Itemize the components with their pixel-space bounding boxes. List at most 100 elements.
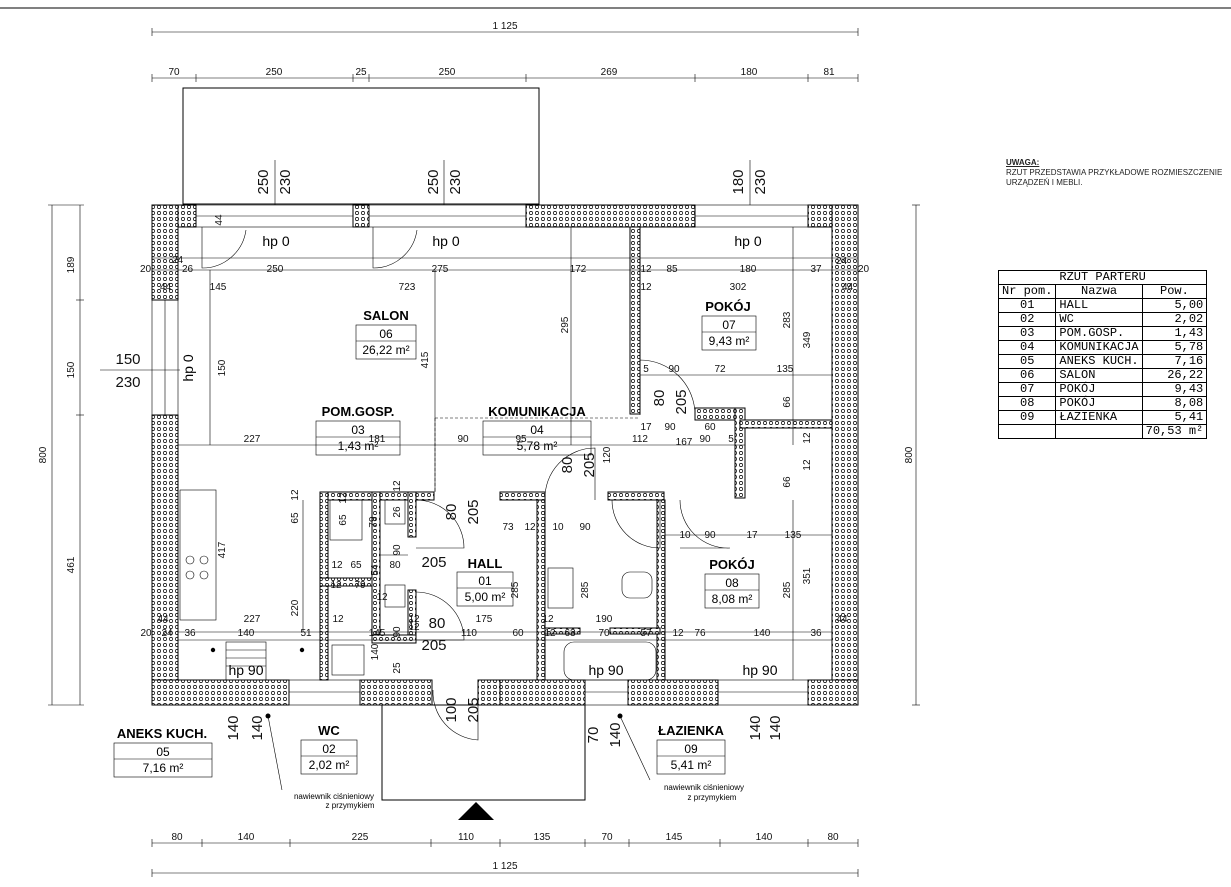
legend-cell-area: 5,00 xyxy=(1141,298,1208,313)
svg-text:140: 140 xyxy=(747,715,764,740)
dim-left-seg-1: 189 xyxy=(66,256,77,273)
internal-dimension-lines xyxy=(152,227,858,680)
dim-top-seg-2: 250 xyxy=(266,67,283,78)
dim-25: 25 xyxy=(392,662,403,674)
dim-bottom-seg-1: 80 xyxy=(171,832,183,843)
entrance-step xyxy=(381,704,586,801)
dim-57: 57 xyxy=(640,628,652,639)
window-dimension-lines xyxy=(274,160,751,205)
legend-cell-name: POM.GOSP. xyxy=(1055,326,1143,341)
dim-12n: 12 xyxy=(408,614,420,625)
legend-cell-name: POKÓJ xyxy=(1055,396,1143,411)
dim-145b: 145 xyxy=(369,628,386,639)
dim-10b: 10 xyxy=(679,530,691,541)
dim-12h: 12 xyxy=(524,522,536,533)
marker-dot-1 xyxy=(210,647,216,653)
room-aneks-kuch: ANEKS KUCH. 05 7,16 m² xyxy=(113,726,213,778)
svg-text:POKÓJ: POKÓJ xyxy=(705,299,751,314)
svg-text:140: 140 xyxy=(767,715,784,740)
svg-text:1,43 m²: 1,43 m² xyxy=(338,439,379,453)
dim-135b: 135 xyxy=(785,530,802,541)
door-w-100: 100 xyxy=(443,697,460,722)
dim-65a: 65 xyxy=(290,512,301,524)
dim-12j: 12 xyxy=(330,580,342,591)
dim-5b: 5 xyxy=(728,434,734,445)
svg-text:5,41 m²: 5,41 m² xyxy=(671,758,712,772)
legend-total-blank-2 xyxy=(1055,424,1143,439)
svg-text:06: 06 xyxy=(379,327,393,341)
dim-79b: 79 xyxy=(354,580,366,591)
marker-dot-2 xyxy=(299,647,305,653)
dim-right-total: 800 xyxy=(904,446,915,463)
dim-140b: 140 xyxy=(754,628,771,639)
dim-17a: 17 xyxy=(640,422,652,433)
room-hall: HALL 01 5,00 m² xyxy=(456,556,514,607)
dim-140a: 140 xyxy=(238,628,255,639)
dim-top-seg-6: 180 xyxy=(741,67,758,78)
dim-12a: 12 xyxy=(640,264,652,275)
dim-227a: 227 xyxy=(244,434,261,445)
note-block: UWAGA: RZUT PRZEDSTAWIA PRZYKŁADOWE ROZM… xyxy=(1006,158,1226,188)
dim-66a: 66 xyxy=(782,396,793,408)
legend-cell-name: ANEKS KUCH. xyxy=(1055,354,1143,369)
left-window-width: 150 xyxy=(115,351,140,368)
left-window-height: 230 xyxy=(115,374,140,391)
dim-227b: 227 xyxy=(244,614,261,625)
legend-cell-nr: 07 xyxy=(997,382,1057,397)
dim-20l: 20 xyxy=(140,264,152,275)
dim-65b: 65 xyxy=(338,514,349,526)
dim-65c: 65 xyxy=(350,560,362,571)
svg-text:z przymykiem: z przymykiem xyxy=(326,801,375,810)
dim-12b: 12 xyxy=(640,282,652,293)
svg-text:08: 08 xyxy=(725,576,739,590)
hp-label-1: hp 0 xyxy=(262,233,289,249)
dim-44r: 44 xyxy=(842,282,854,293)
hp-label-2: hp 0 xyxy=(432,233,459,249)
dim-top-seg-5: 269 xyxy=(601,67,618,78)
exterior-walls xyxy=(151,204,859,706)
window-sashes xyxy=(201,227,418,269)
dim-145: 145 xyxy=(210,282,227,293)
dim-54: 54 xyxy=(370,564,381,576)
dim-349: 349 xyxy=(802,331,813,348)
dim-285a: 285 xyxy=(510,581,521,598)
dim-60: 60 xyxy=(704,422,716,433)
svg-text:HALL: HALL xyxy=(468,556,503,571)
room-salon: SALON 06 26,22 m² xyxy=(355,308,417,360)
svg-text:70: 70 xyxy=(585,727,602,744)
win2-width: 250 xyxy=(425,169,442,194)
room-lazienka: ŁAZIENKA 09 5,41 m² xyxy=(656,723,726,775)
door-w-80c: 80 xyxy=(559,457,576,474)
dim-left-seg-3: 461 xyxy=(66,556,77,573)
dim-12q: 12 xyxy=(672,628,684,639)
terrace xyxy=(182,87,540,205)
dim-90g: 90 xyxy=(392,544,403,556)
dim-12c: 12 xyxy=(802,432,813,444)
dim-60b: 60 xyxy=(512,628,524,639)
dim-12p: 12 xyxy=(544,628,556,639)
door-h-205b: 205 xyxy=(465,499,482,524)
air-inlet-annotation-2: nawiewnik ciśnieniowy z przymykiem xyxy=(617,713,744,802)
dim-10a: 10 xyxy=(552,522,564,533)
dim-250: 250 xyxy=(267,264,284,275)
svg-text:5,78 m²: 5,78 m² xyxy=(517,439,558,453)
dim-112: 112 xyxy=(632,434,648,445)
dim-top-seg-7: 81 xyxy=(823,67,835,78)
legend-cell-name: KOMUNIKACJA xyxy=(1055,340,1143,355)
legend-cell-nr: 05 xyxy=(997,354,1057,369)
hp-label-3: hp 0 xyxy=(734,233,761,249)
legend-cell-name: ŁAZIENKA xyxy=(1055,410,1143,425)
bottom-dimensions: 80 140 225 110 135 70 145 140 80 1 125 xyxy=(151,832,859,877)
right-dimensions: 800 xyxy=(904,204,920,706)
dim-12f: 12 xyxy=(338,492,349,504)
dim-bottom-seg-2: 140 xyxy=(238,832,255,843)
win1-width: 250 xyxy=(255,169,272,194)
svg-text:nawiewnik ciśnieniowy: nawiewnik ciśnieniowy xyxy=(294,792,374,801)
dim-top-total: 1 125 xyxy=(492,21,517,32)
dim-283: 283 xyxy=(782,311,793,328)
dim-110: 110 xyxy=(461,628,477,639)
dim-36b: 36 xyxy=(810,628,822,639)
svg-text:09: 09 xyxy=(684,742,698,756)
